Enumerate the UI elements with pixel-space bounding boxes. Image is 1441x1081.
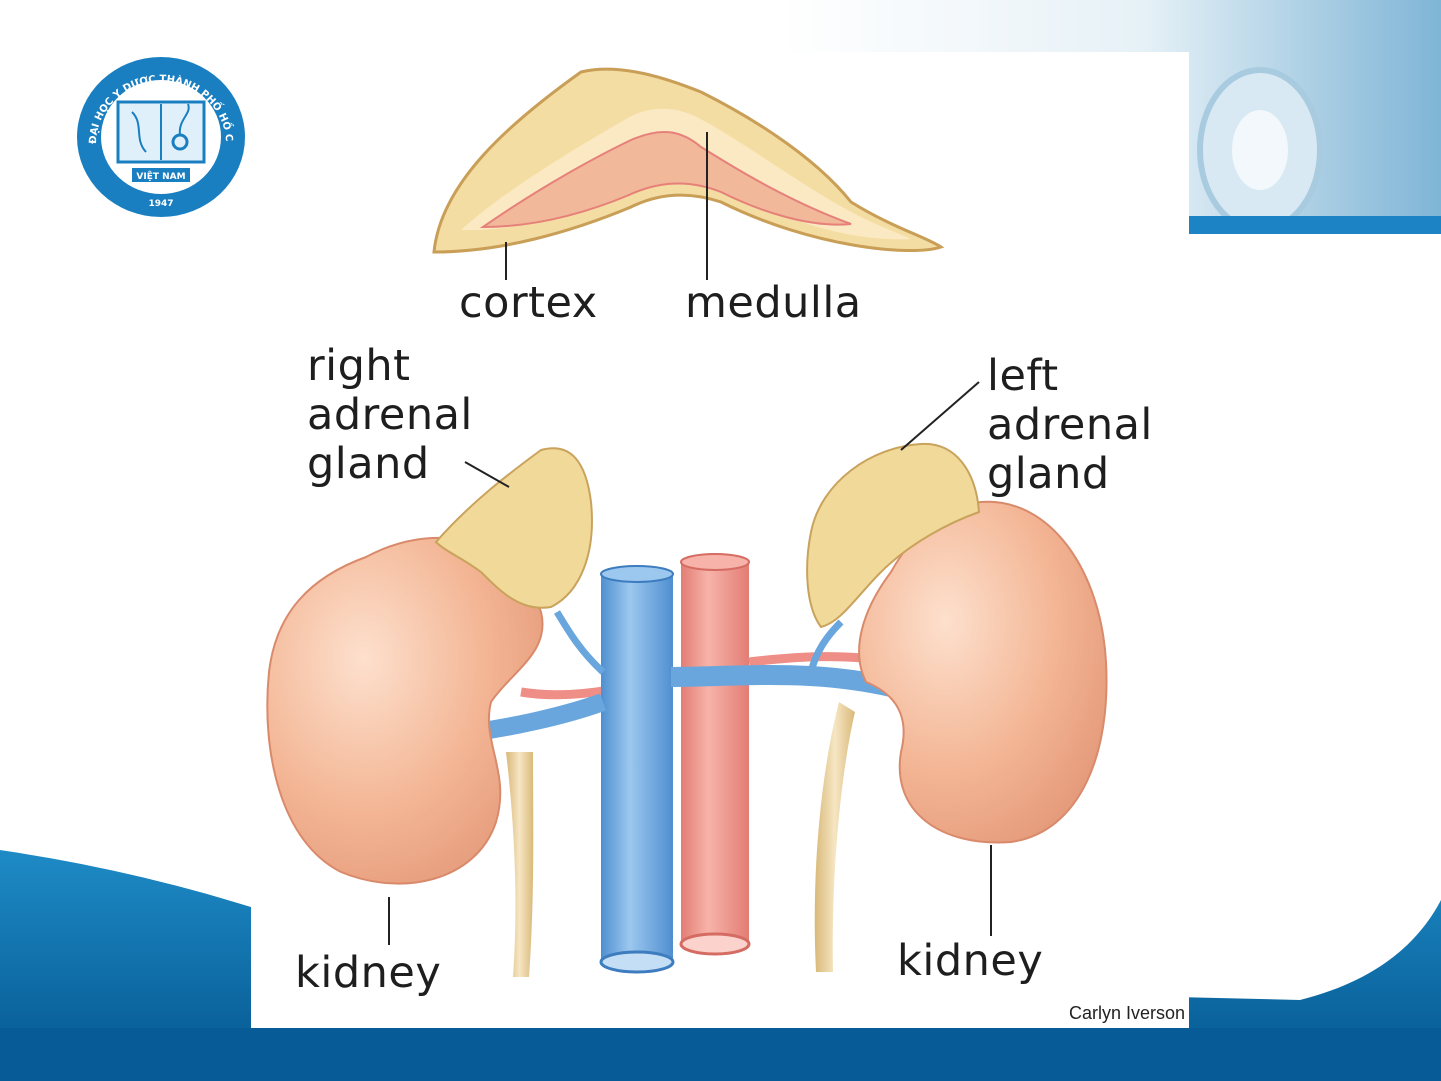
label-medulla: medulla xyxy=(685,282,862,325)
left-ureter xyxy=(815,702,855,972)
footer-bar xyxy=(0,1028,1441,1081)
label-kidney-right: kidney xyxy=(295,952,441,995)
logo-year: 1947 xyxy=(148,199,173,209)
label-right-adrenal-gland: right adrenal gland xyxy=(307,342,473,489)
logo-country: VIỆT NAM xyxy=(136,171,185,182)
header-stripe xyxy=(1189,216,1441,234)
left-adrenal-pointer xyxy=(901,382,979,450)
label-cortex: cortex xyxy=(459,282,598,325)
illustration-credit: Carlyn Iverson xyxy=(1069,1003,1185,1024)
label-left-adrenal-gland: left adrenal gland xyxy=(987,352,1153,499)
right-ureter xyxy=(506,752,533,977)
adrenal-cross-section xyxy=(434,69,941,280)
university-logo: ĐẠI HỌC Y DƯỢC THÀNH PHỐ HỒ CHÍ MINH VIỆ… xyxy=(74,54,249,219)
label-kidney-left: kidney xyxy=(897,940,1043,983)
diagram-panel: cortex medulla right adrenal gland left … xyxy=(251,52,1189,1028)
adrenal-kidney-illustration xyxy=(251,52,1189,1028)
university-seal-icon: ĐẠI HỌC Y DƯỢC THÀNH PHỐ HỒ CHÍ MINH VIỆ… xyxy=(74,54,249,219)
